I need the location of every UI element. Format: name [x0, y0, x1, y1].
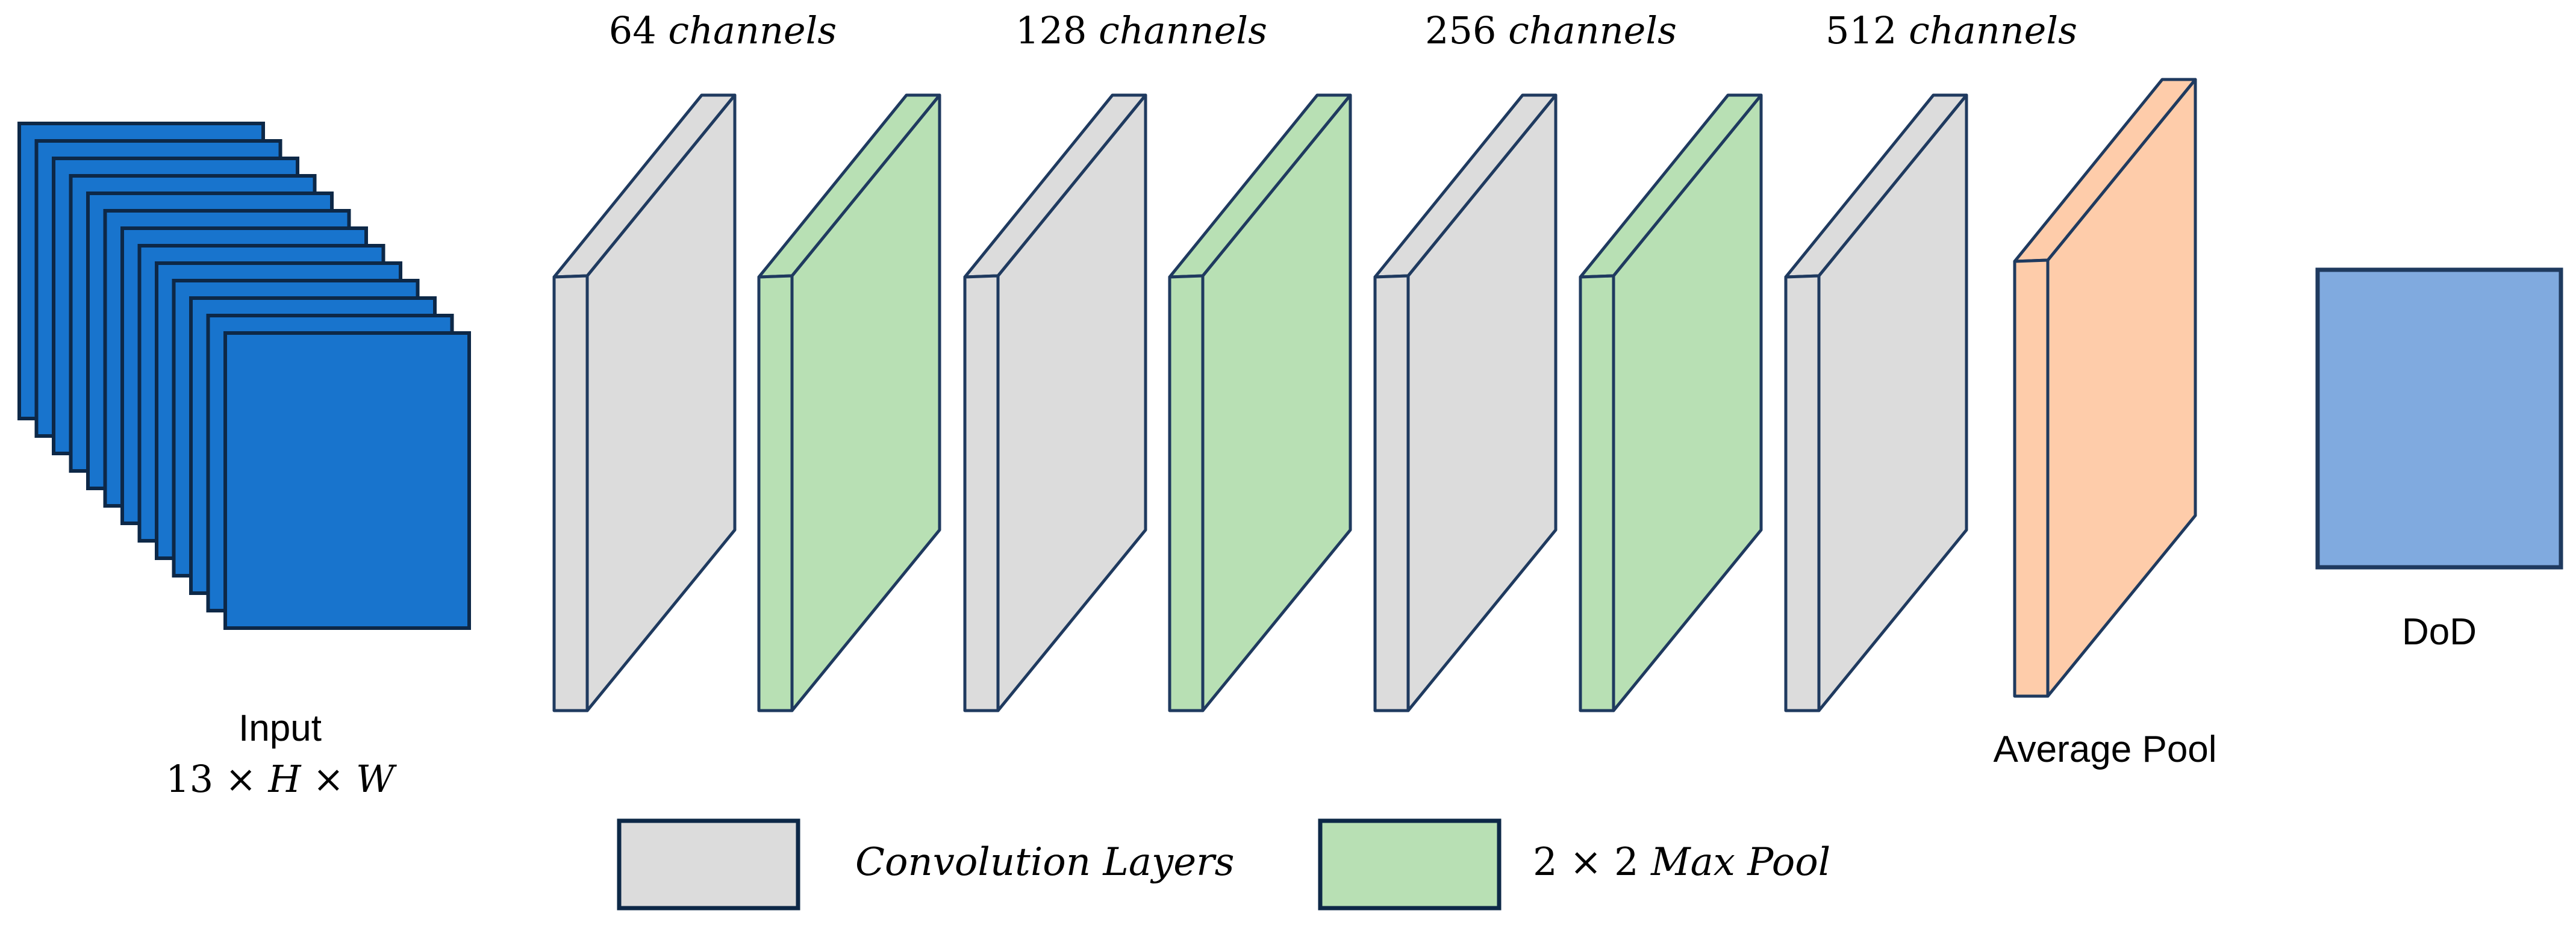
times-symbol: × — [225, 757, 257, 801]
input-channel-stack — [17, 122, 471, 630]
input-label: Input — [239, 708, 322, 749]
maxpool-layer-1-front-face — [757, 274, 794, 712]
channel-word: channels — [1909, 8, 2077, 52]
maxpool-layer-2-front-face — [1168, 274, 1205, 712]
channel-word: channels — [1099, 8, 1267, 52]
maxpool-layer-3 — [1579, 93, 1763, 712]
dod-label: DoD — [2402, 611, 2477, 653]
conv-layer-2 — [963, 93, 1147, 712]
conv-layer-4-front-face — [1784, 274, 1821, 712]
pool-word: Max Pool — [1650, 840, 1830, 885]
times-symbol: × — [313, 757, 344, 801]
input-channel-count: 13 — [166, 757, 213, 801]
maxpool-layer-2 — [1168, 93, 1352, 712]
channel-count: 256 — [1425, 8, 1496, 52]
width-symbol: W — [356, 757, 397, 801]
pool-size: 2 — [1533, 840, 1558, 885]
network-layers — [552, 78, 2197, 712]
conv-layer-3-front-face — [1373, 274, 1410, 712]
maxpool-layer-3-front-face — [1579, 274, 1615, 712]
pool-size: 2 — [1614, 840, 1639, 885]
height-symbol: H — [268, 757, 302, 801]
channel-word: channels — [668, 8, 837, 52]
legend-pool-label: 2 × 2 Max Pool — [1533, 840, 1830, 885]
channel-label-512: 512 channels — [1826, 8, 2077, 52]
average-pool-layer — [2013, 78, 2197, 698]
conv-layer-1 — [552, 93, 737, 712]
channel-label-256: 256 channels — [1425, 8, 1677, 52]
channel-label-64: 64 channels — [609, 8, 837, 52]
maxpool-layer-1 — [757, 93, 941, 712]
channel-count: 64 — [609, 8, 656, 52]
conv-layer-2-front-face — [963, 274, 1000, 712]
channel-count: 512 — [1826, 8, 1897, 52]
average-pool-layer-front-face — [2013, 258, 2050, 698]
input-channel-sheet — [223, 331, 471, 630]
channel-label-128: 128 channels — [1015, 8, 1267, 52]
channel-word: channels — [1508, 8, 1677, 52]
channel-count: 128 — [1015, 8, 1087, 52]
conv-layer-3 — [1373, 93, 1558, 712]
conv-layer-1-front-face — [552, 274, 589, 712]
average-pool-label: Average Pool — [1993, 729, 2216, 770]
input-shape-label: 13 × H × W — [166, 757, 397, 801]
legend-pool-swatch — [1318, 818, 1502, 911]
conv-layer-4 — [1784, 93, 1968, 712]
times-symbol: × — [1570, 840, 1602, 885]
legend-conv-label: Convolution Layers — [855, 840, 1235, 885]
dod-output-box — [2315, 267, 2563, 570]
legend: Convolution Layers 2 × 2 Max Pool — [617, 818, 1830, 911]
legend-conv-swatch — [617, 818, 800, 911]
